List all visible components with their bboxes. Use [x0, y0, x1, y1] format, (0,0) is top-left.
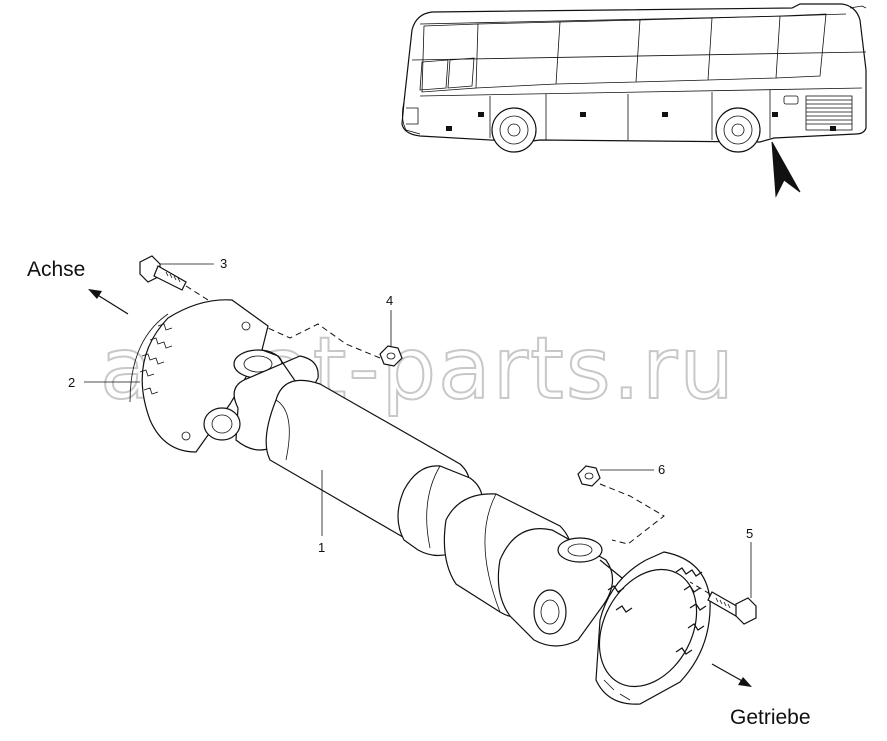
svg-text:4: 4 [386, 293, 393, 308]
svg-text:6: 6 [658, 462, 665, 477]
nut-4-path [267, 323, 381, 359]
gearbox-arrowhead [738, 677, 752, 687]
nut-4 [379, 345, 403, 367]
axle-arrowhead [88, 289, 102, 299]
svg-text:1: 1 [318, 540, 325, 555]
gearbox-direction-arrow-icon [711, 663, 745, 683]
nut-6-path [599, 483, 665, 545]
bolt-3 [139, 255, 187, 291]
bus-illustration [401, 3, 867, 153]
direction-label-axle: Achse [27, 258, 85, 281]
bolt-3-path [185, 285, 209, 301]
callout-2: 2 [68, 375, 140, 390]
callout-5: 5 [746, 526, 753, 598]
bolt-5-path [689, 581, 711, 595]
locator-arrow-icon [771, 141, 801, 198]
callout-1: 1 [318, 470, 325, 555]
bolt-5 [707, 591, 757, 625]
direction-label-gearbox: Getriebe [730, 706, 811, 729]
axle-direction-arrow-icon [95, 293, 129, 315]
callout-4: 4 [386, 293, 393, 346]
svg-text:2: 2 [68, 375, 75, 390]
drive-shaft-illustration [129, 299, 711, 705]
callout-6: 6 [600, 462, 665, 477]
svg-text:3: 3 [220, 256, 227, 271]
svg-text:5: 5 [746, 526, 753, 541]
callout-3: 3 [160, 256, 227, 271]
nut-6 [577, 465, 601, 487]
